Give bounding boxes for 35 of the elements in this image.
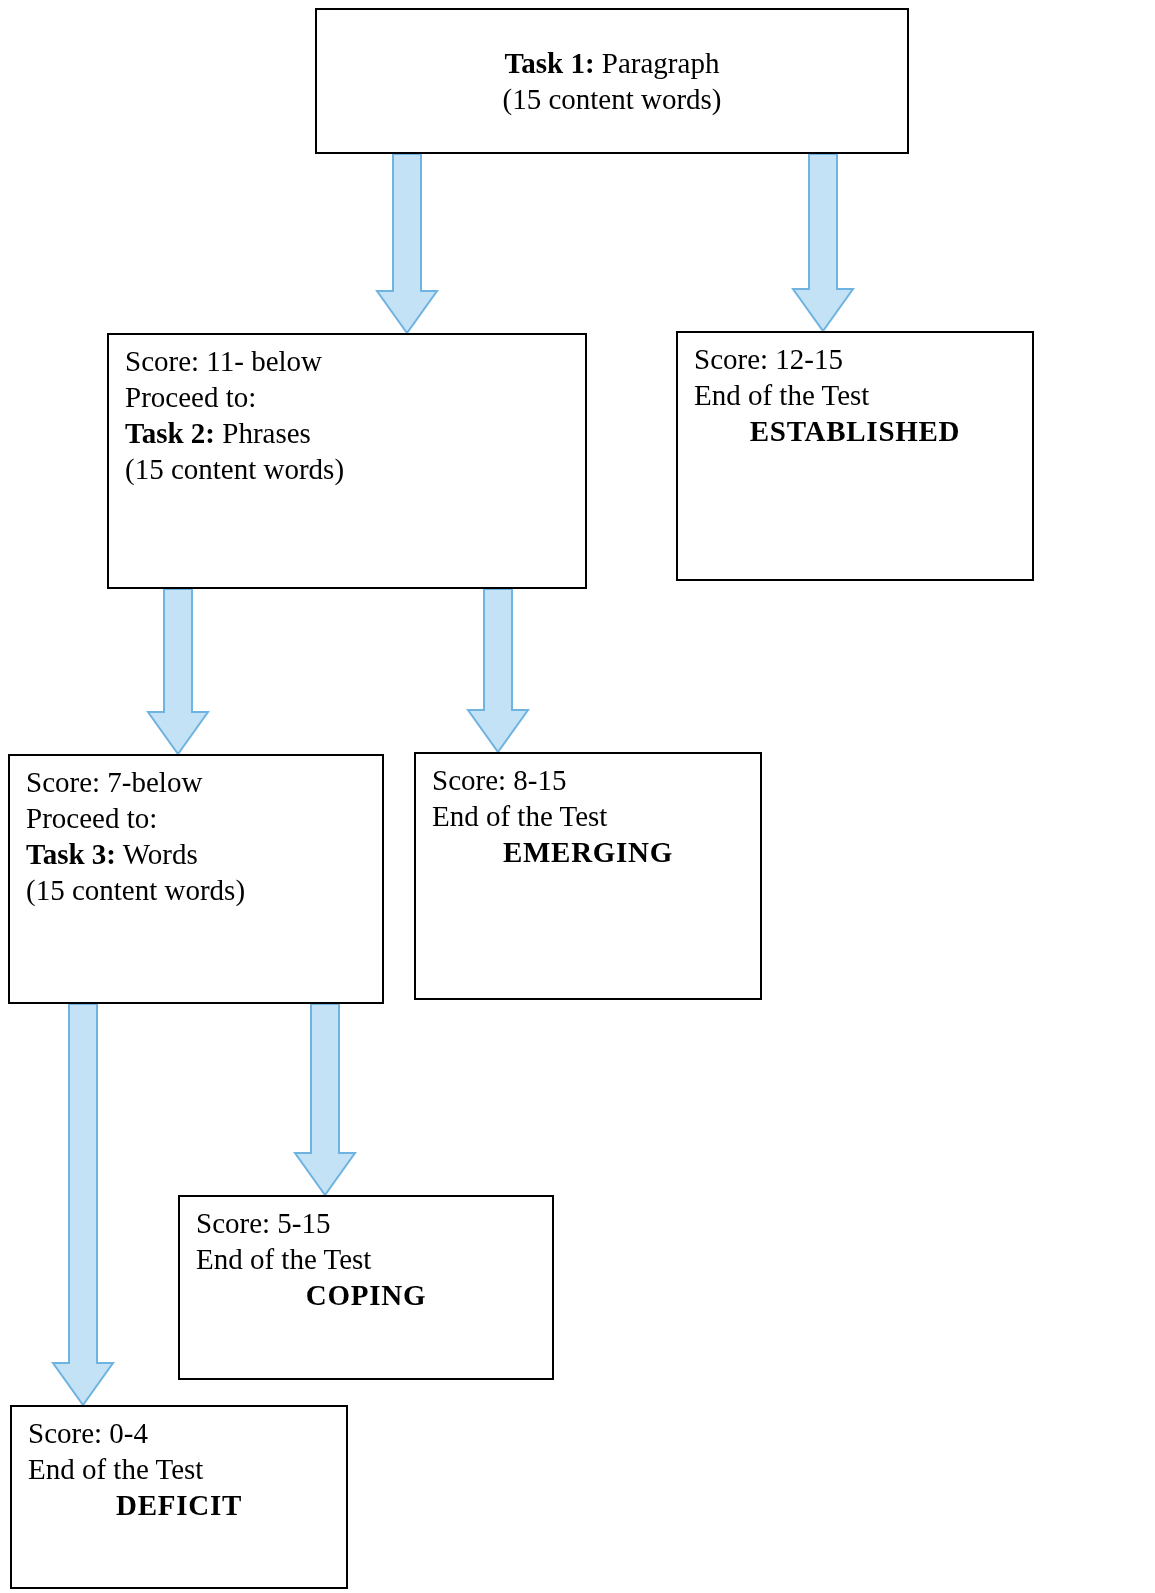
- box-text: (15 content words): [125, 452, 345, 487]
- box-text: Proceed to:: [125, 380, 257, 415]
- flow-box: [8, 754, 384, 1004]
- flow-box: [107, 333, 587, 589]
- box-text: Score: 12-15: [694, 342, 843, 377]
- result-label: EMERGING: [502, 835, 674, 870]
- result-label: ESTABLISHED: [749, 414, 961, 449]
- box-text: (15 content words): [26, 873, 246, 908]
- flow-box: [315, 8, 909, 154]
- box-text: End of the Test: [196, 1242, 372, 1277]
- box-text: Task 3: Words: [26, 837, 198, 872]
- block-arrow: [51, 1003, 115, 1407]
- flow-box: [10, 1405, 348, 1589]
- block-arrow: [375, 153, 439, 335]
- flow-box: [414, 752, 762, 1000]
- box-text: End of the Test: [694, 378, 870, 413]
- box-text: Task 1: Paragraph: [504, 46, 720, 81]
- box-text: (15 content words): [502, 82, 722, 117]
- box-text: Task 2: Phrases: [125, 416, 311, 451]
- result-label: COPING: [305, 1278, 427, 1313]
- box-text: End of the Test: [28, 1452, 204, 1487]
- flow-box: [676, 331, 1034, 581]
- box-text: Score: 7-below: [26, 765, 203, 800]
- block-arrow: [293, 1003, 357, 1197]
- block-arrow: [146, 588, 210, 756]
- box-text: Score: 5-15: [196, 1206, 331, 1241]
- box-text: Score: 0-4: [28, 1416, 148, 1451]
- box-text: End of the Test: [432, 799, 608, 834]
- box-text: Score: 11- below: [125, 344, 323, 379]
- flow-box: [178, 1195, 554, 1380]
- block-arrow: [791, 153, 855, 333]
- box-text: Proceed to:: [26, 801, 158, 836]
- result-label: DEFICIT: [116, 1488, 242, 1523]
- box-text: Score: 8-15: [432, 763, 567, 798]
- block-arrow: [466, 588, 530, 754]
